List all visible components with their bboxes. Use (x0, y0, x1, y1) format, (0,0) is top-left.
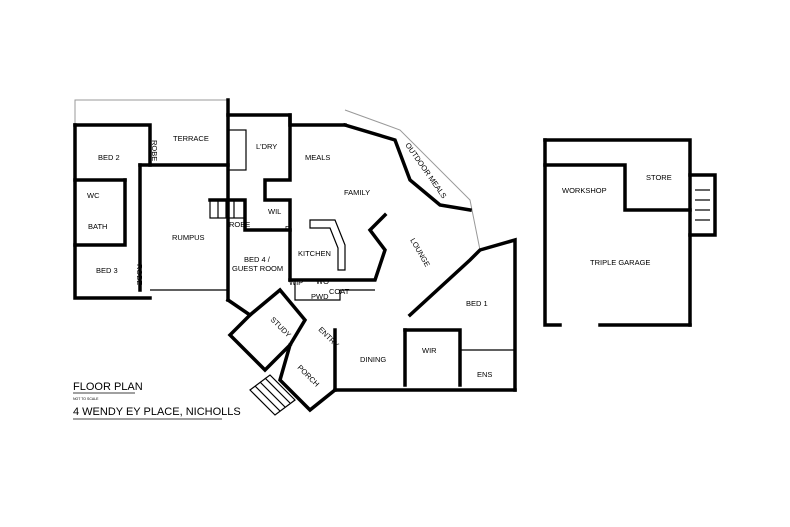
terrace-outline (74, 99, 229, 125)
room-bed2: BED 2 (98, 153, 120, 162)
wall (407, 237, 517, 392)
room-wip: WIP (289, 278, 303, 287)
room-entry: ENTRY (317, 325, 341, 349)
room-porch: PORCH (296, 363, 322, 389)
room-wir: WIR (422, 346, 437, 355)
room-bed4: BED 4 / (244, 255, 271, 264)
wall (263, 113, 292, 282)
room-rumpus: RUMPUS (172, 233, 205, 242)
wall (73, 123, 152, 300)
kitchen-bench (309, 219, 346, 271)
wall (294, 280, 375, 301)
room-dining: DINING (360, 355, 386, 364)
wall (73, 178, 127, 247)
room-bed3: BED 3 (96, 266, 118, 275)
wall (278, 342, 338, 413)
garage-stairs (695, 189, 710, 221)
wall (342, 122, 473, 213)
room-lounge: LOUNGE (408, 237, 432, 269)
room-wo: WO (316, 277, 329, 286)
room-labels: BED 2 ROBE TERRACE WC BATH RUMPUS BED 3 … (87, 134, 672, 389)
room-triple-garage: TRIPLE GARAGE (590, 258, 650, 267)
room-kitchen: KITCHEN (298, 249, 331, 258)
room-fridge: F (285, 224, 290, 233)
wall (288, 212, 388, 282)
scale-note: NOT TO SCALE (73, 397, 99, 401)
room-laundry: L'DRY (256, 142, 277, 151)
room-robe: ROBE (150, 140, 159, 161)
room-bed1: BED 1 (466, 299, 488, 308)
wall (225, 297, 293, 373)
room-pwd: PWD (311, 292, 329, 301)
room-store: STORE (646, 173, 672, 182)
wall (543, 138, 692, 327)
room-coat: COAT (329, 287, 350, 296)
room-wc: WC (87, 191, 100, 200)
title-block: FLOOR PLAN NOT TO SCALE 4 WENDY EY PLACE… (73, 381, 241, 420)
wall (403, 328, 462, 387)
room-bath: BATH (88, 222, 107, 231)
room-meals: MEALS (305, 153, 330, 162)
room-family: FAMILY (344, 188, 370, 197)
wall (688, 173, 717, 237)
plan-title: FLOOR PLAN (73, 381, 143, 393)
room-terrace: TERRACE (173, 134, 209, 143)
room-robe: ROBE (135, 264, 144, 285)
outdoor-outline (344, 109, 481, 251)
room-wil: WIL (268, 207, 281, 216)
wall (543, 163, 692, 212)
wall (226, 113, 347, 127)
porch-steps (249, 374, 296, 416)
walls (73, 98, 717, 416)
stairs (209, 129, 247, 219)
room-ensuite: ENS (477, 370, 492, 379)
wall (73, 123, 152, 167)
address: 4 WENDY EY PLACE, NICHOLLS (73, 406, 241, 418)
room-robe: ROBE (229, 220, 250, 229)
room-workshop: WORKSHOP (562, 186, 607, 195)
room-bed4-sub: GUEST ROOM (232, 264, 283, 273)
wall (247, 287, 308, 348)
wall (543, 138, 562, 327)
room-study: STUDY (269, 315, 293, 339)
